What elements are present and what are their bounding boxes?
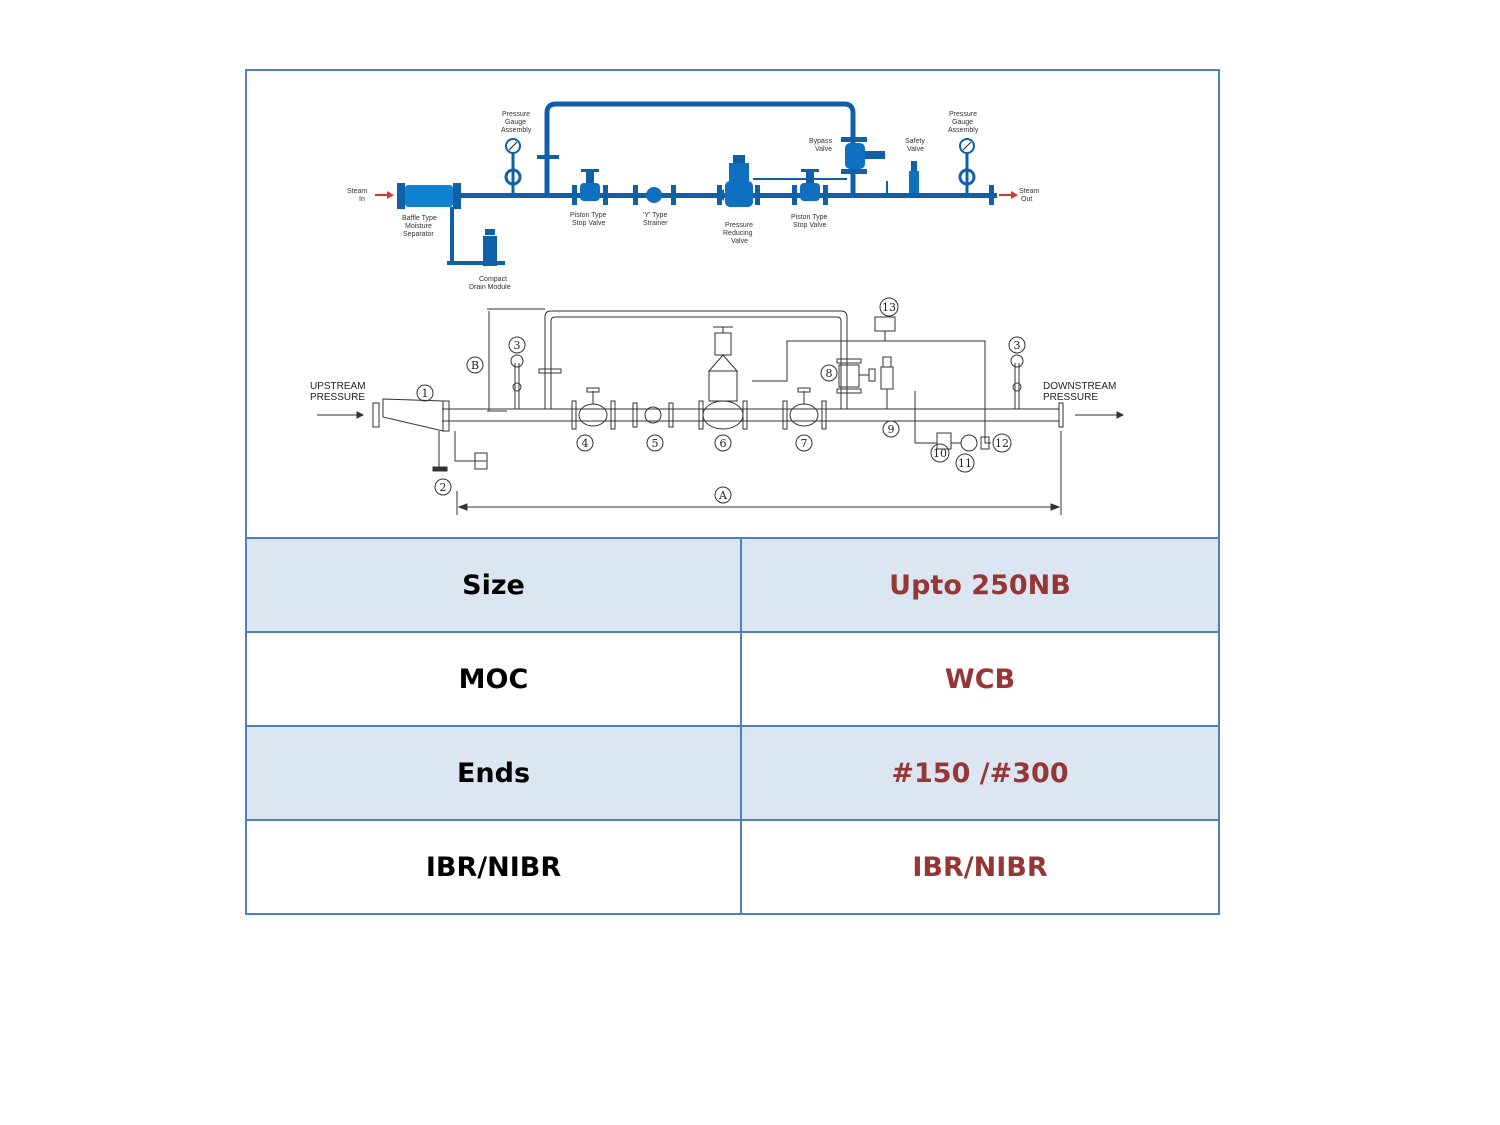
separator-label-3: Separator (403, 231, 434, 238)
spec-label-moc: MOC (245, 631, 742, 727)
separator-label: Baffle Type (402, 215, 437, 222)
spec-row-size: Size Upto 250NB (245, 537, 1220, 633)
spec-sheet: Steam In Baffle Type Moisture Separator … (245, 69, 1220, 915)
pg-left-label-2: Gauge (505, 119, 526, 126)
svg-text:3: 3 (1014, 339, 1021, 352)
svg-text:2: 2 (440, 481, 447, 494)
upstream-label-2: PRESSURE (310, 392, 365, 403)
piston1-label: Piston Type (570, 212, 607, 219)
steam-in-label: Steam (347, 188, 367, 195)
safety-label-2: Valve (907, 146, 924, 153)
svg-text:1: 1 (422, 387, 429, 400)
piston2-label: Piston Type (791, 214, 828, 221)
pg-right-label: Pressure (949, 111, 977, 118)
callout-9: 9 (882, 420, 900, 438)
callout-1: 1 (416, 384, 434, 402)
steam-out-label: Steam (1019, 188, 1039, 195)
piston1-label-2: Stop Valve (572, 220, 605, 227)
piston2-label-2: Stop Valve (793, 222, 826, 229)
svg-text:5: 5 (652, 437, 659, 450)
callout-8: 8 (820, 364, 838, 382)
svg-text:11: 11 (958, 457, 972, 470)
spec-row-ibr: IBR/NIBR IBR/NIBR (245, 819, 1220, 915)
spec-row-moc: MOC WCB (245, 631, 1220, 727)
top-schematic: Steam In Baffle Type Moisture Separator … (347, 101, 1039, 291)
prv-label-2: Reducing (723, 230, 753, 237)
svg-text:4: 4 (582, 437, 589, 450)
svg-text:8: 8 (826, 367, 833, 380)
callout-13: 13 (879, 297, 899, 317)
svg-text:3: 3 (514, 339, 521, 352)
callout-5: 5 (646, 434, 664, 452)
callout-3-left: 3 (508, 336, 526, 354)
svg-text:6: 6 (720, 437, 727, 450)
prv-label-3: Valve (731, 238, 748, 245)
callout-6: 6 (714, 434, 732, 452)
pg-right-label-3: Assembly (948, 127, 979, 134)
spec-value-ends: #150 /#300 (740, 725, 1220, 821)
prv-station-diagram: Steam In Baffle Type Moisture Separator … (310, 101, 1125, 515)
bypass-label: Bypass (809, 138, 832, 145)
spec-value-ibr: IBR/NIBR (740, 819, 1220, 915)
safety-label: Safety (905, 138, 925, 145)
spec-table: Size Upto 250NB MOC WCB Ends #150 /#300 … (245, 537, 1220, 915)
callout-10: 10 (930, 443, 950, 463)
strainer-label: 'Y' Type (643, 212, 667, 219)
steam-in-label-2: In (359, 196, 365, 203)
prv-label: Pressure (725, 222, 753, 229)
drain-label-2: Drain Module (469, 284, 511, 291)
steam-out-label-2: Out (1021, 196, 1032, 203)
bottom-labels: UPSTREAM PRESSURE DOWNSTREAM PRESSURE B … (310, 297, 1116, 504)
spec-row-ends: Ends #150 /#300 (245, 725, 1220, 821)
piping-diagram: Steam In Baffle Type Moisture Separator … (247, 71, 1218, 537)
callout-4: 4 (576, 434, 594, 452)
strainer-label-2: Strainer (643, 220, 668, 227)
callout-12: 12 (992, 433, 1012, 453)
upstream-label: UPSTREAM (310, 381, 366, 392)
svg-text:9: 9 (888, 423, 895, 436)
pg-left-label-3: Assembly (501, 127, 532, 134)
spec-label-size: Size (245, 537, 742, 633)
drain-label: Compact (479, 276, 507, 283)
callout-11: 11 (955, 453, 975, 473)
spec-value-moc: WCB (740, 631, 1220, 727)
svg-text:12: 12 (995, 437, 1009, 450)
separator-label-2: Moisture (405, 223, 432, 230)
callout-3-right: 3 (1008, 336, 1026, 354)
pg-right-label-2: Gauge (952, 119, 973, 126)
svg-text:7: 7 (801, 437, 808, 450)
callout-2: 2 (434, 478, 452, 496)
downstream-label: DOWNSTREAM (1043, 381, 1116, 392)
bottom-schematic (317, 308, 1125, 515)
dim-b-label: B (471, 359, 479, 372)
svg-text:10: 10 (933, 447, 947, 460)
bypass-label-2: Valve (815, 146, 832, 153)
spec-label-ends: Ends (245, 725, 742, 821)
callout-7: 7 (795, 434, 813, 452)
pg-left-label: Pressure (502, 111, 530, 118)
svg-text:13: 13 (882, 301, 896, 314)
spec-value-size: Upto 250NB (740, 537, 1220, 633)
dim-a-label: A (718, 489, 728, 502)
spec-label-ibr: IBR/NIBR (245, 819, 742, 915)
downstream-label-2: PRESSURE (1043, 392, 1098, 403)
